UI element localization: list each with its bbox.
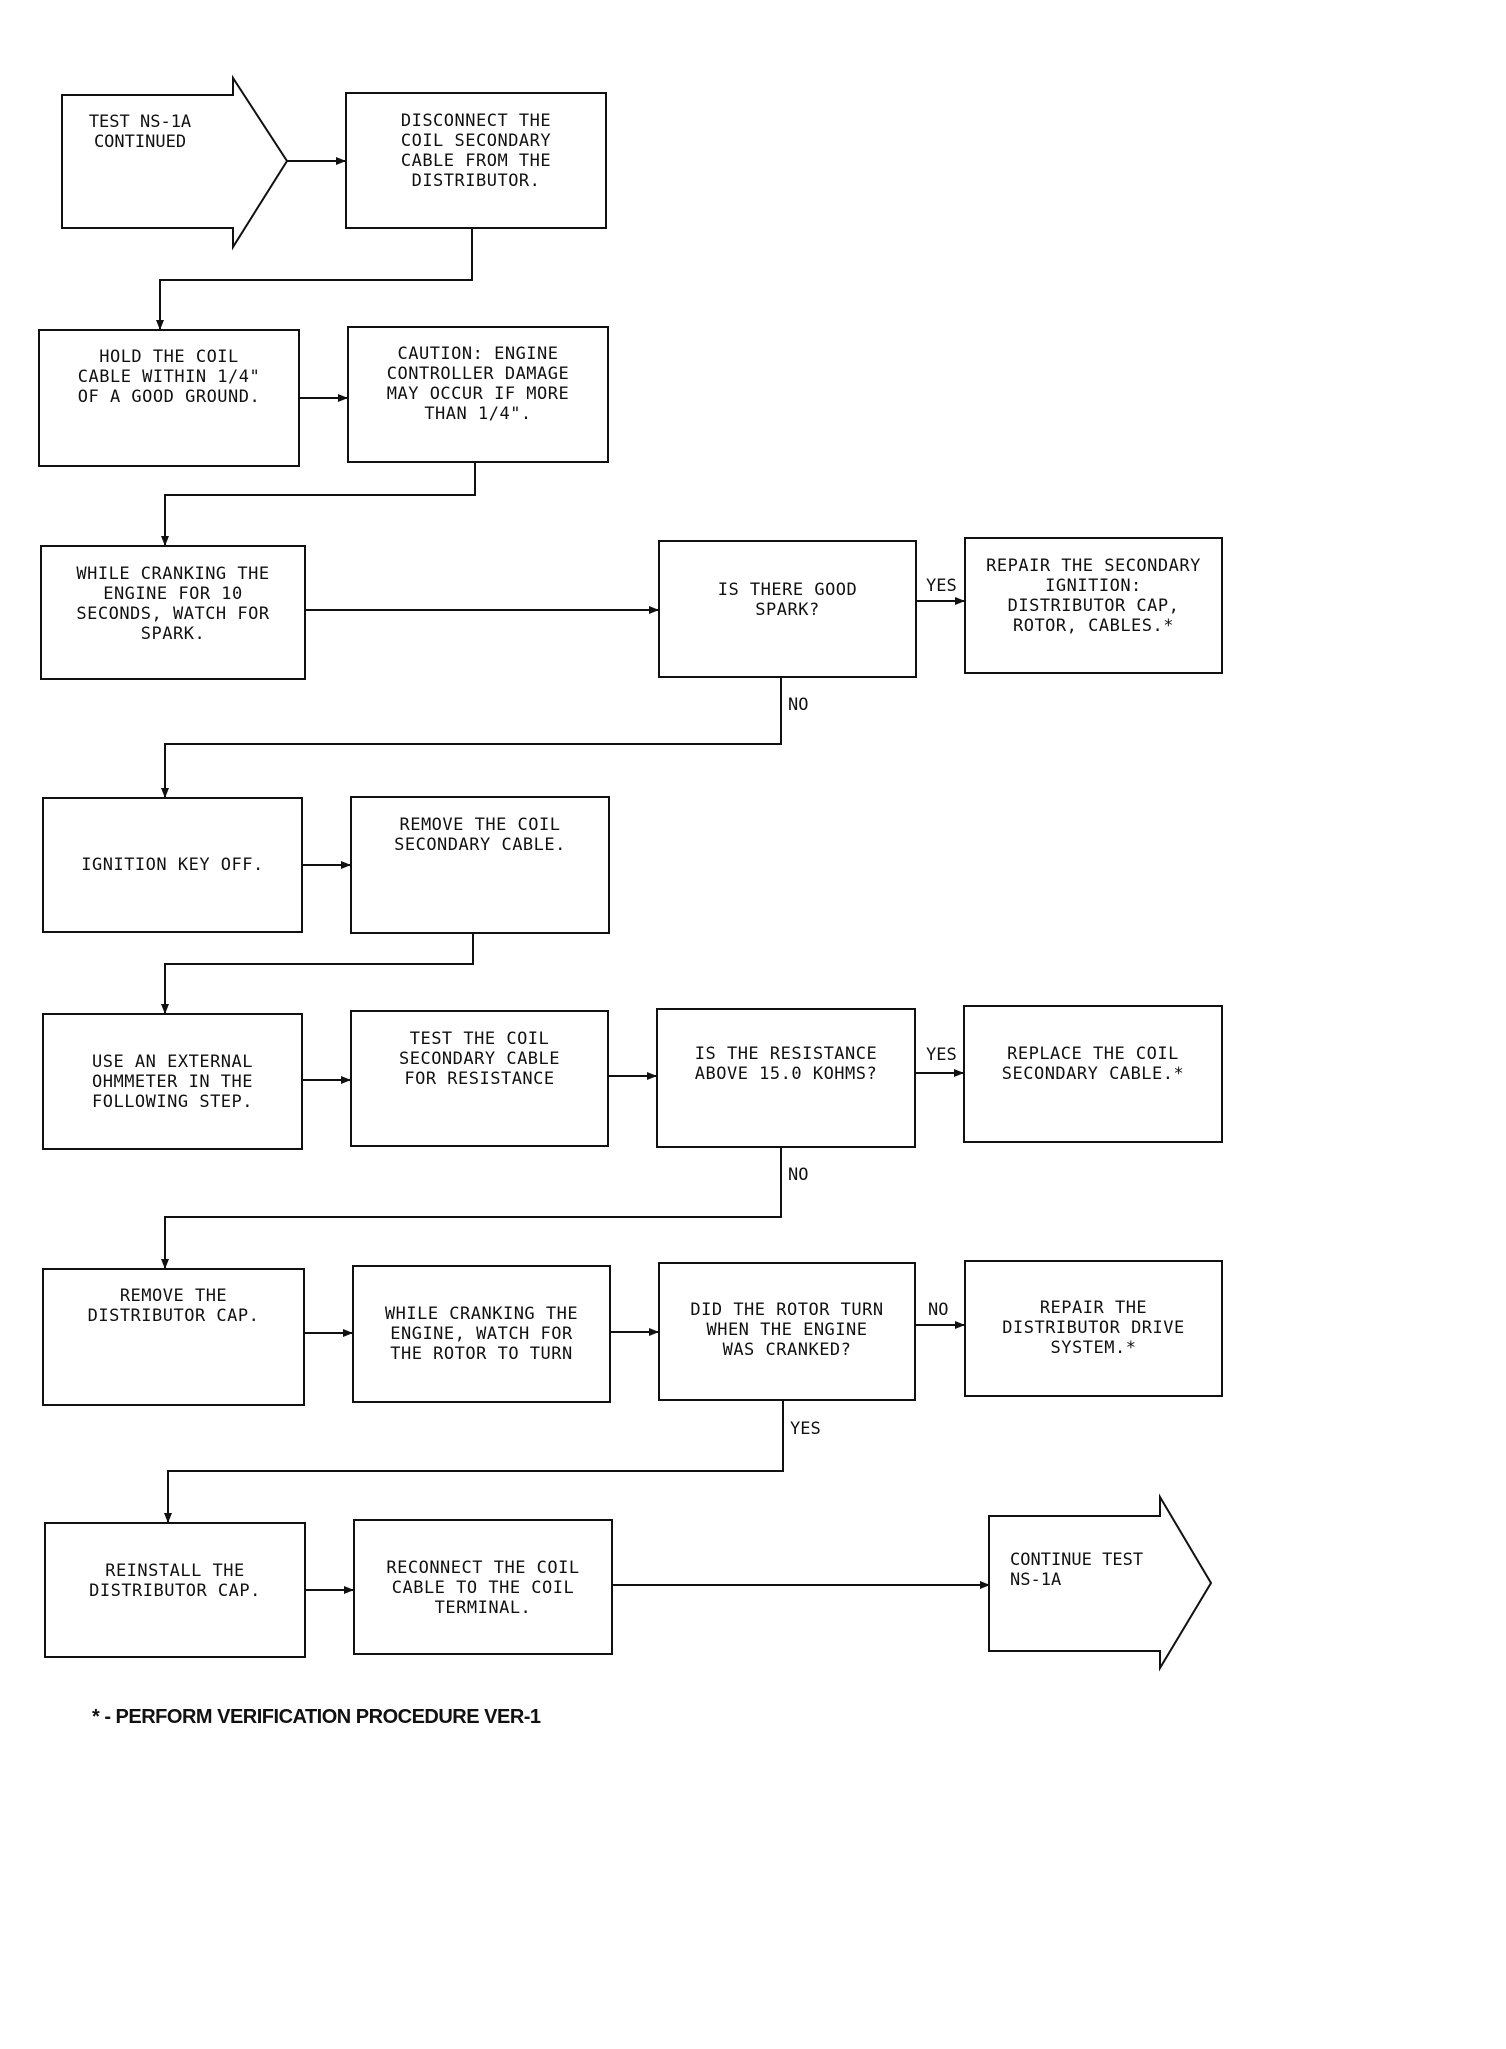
step-repair-secondary-ignition: REPAIR THE SECONDARY IGNITION: DISTRIBUT… — [964, 537, 1223, 674]
footnote-verification: * - PERFORM VERIFICATION PROCEDURE VER-1 — [92, 1706, 541, 1728]
label-spark-no: NO — [788, 695, 809, 715]
end-arrow-shape — [988, 1493, 1213, 1672]
connector-disconnect-hold — [156, 229, 473, 330]
connector-spark-no — [161, 678, 782, 798]
step-replace-coil-cable: REPLACE THE COIL SECONDARY CABLE.* — [963, 1005, 1223, 1143]
label-resistance-no: NO — [788, 1165, 809, 1185]
connector-remove-ohmmeter — [161, 934, 474, 1014]
step-reconnect-coil-cable: RECONNECT THE COIL CABLE TO THE COIL TER… — [353, 1519, 613, 1655]
step-remove-coil-cable: REMOVE THE COIL SECONDARY CABLE. — [350, 796, 610, 934]
step-caution: CAUTION: ENGINE CONTROLLER DAMAGE MAY OC… — [347, 326, 609, 463]
label-resistance-yes: YES — [926, 1045, 957, 1065]
label-rotor-yes: YES — [790, 1419, 821, 1439]
step-crank-watch-rotor: WHILE CRANKING THE ENGINE, WATCH FOR THE… — [352, 1265, 611, 1403]
step-remove-distributor-cap: REMOVE THE DISTRIBUTOR CAP. — [42, 1268, 305, 1406]
step-reinstall-distributor-cap: REINSTALL THE DISTRIBUTOR CAP. — [44, 1522, 306, 1658]
connector-resistance-no — [161, 1148, 782, 1269]
connector-caution-crank — [161, 463, 476, 546]
step-test-coil-cable: TEST THE COIL SECONDARY CABLE FOR RESIST… — [350, 1010, 609, 1147]
start-arrow-shape — [61, 74, 289, 251]
decision-rotor-turn: DID THE ROTOR TURN WHEN THE ENGINE WAS C… — [658, 1262, 916, 1401]
step-use-ohmmeter: USE AN EXTERNAL OHMMETER IN THE FOLLOWIN… — [42, 1013, 303, 1150]
step-disconnect-cable: DISCONNECT THE COIL SECONDARY CABLE FROM… — [345, 92, 607, 229]
label-rotor-no: NO — [928, 1300, 949, 1320]
end-label: CONTINUE TEST NS-1A — [1010, 1550, 1144, 1590]
step-hold-cable: HOLD THE COIL CABLE WITHIN 1/4" OF A GOO… — [38, 329, 300, 467]
step-crank-watch-spark: WHILE CRANKING THE ENGINE FOR 10 SECONDS… — [40, 545, 306, 680]
label-spark-yes: YES — [926, 576, 957, 596]
decision-resistance: IS THE RESISTANCE ABOVE 15.0 KOHMS? — [656, 1008, 916, 1148]
step-repair-distributor-drive: REPAIR THE DISTRIBUTOR DRIVE SYSTEM.* — [964, 1260, 1223, 1397]
start-label: TEST NS-1A CONTINUED — [88, 112, 192, 152]
connector-rotor-yes — [164, 1401, 784, 1523]
step-ignition-key-off: IGNITION KEY OFF. — [42, 797, 303, 933]
decision-good-spark: IS THERE GOOD SPARK? — [658, 540, 917, 678]
